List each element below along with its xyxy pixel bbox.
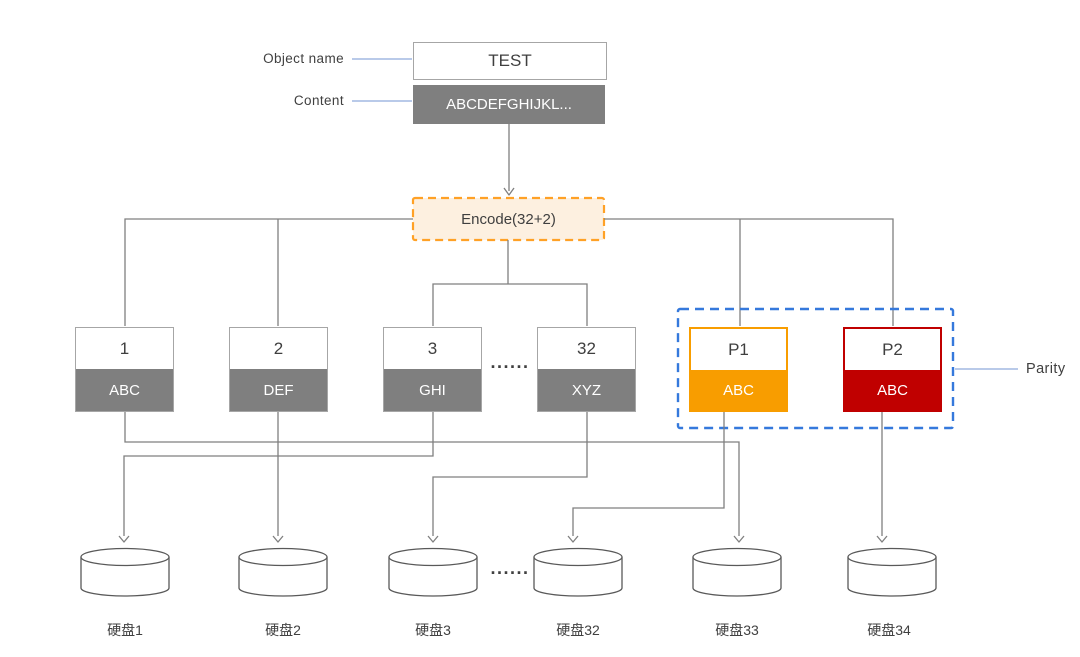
parity-label: Parity bbox=[1026, 361, 1066, 377]
object-name-label: Object name bbox=[263, 51, 344, 66]
disk-icon-34 bbox=[847, 547, 937, 597]
chunk-p1-id: P1 bbox=[728, 339, 749, 359]
arrowhead-encode bbox=[503, 187, 515, 196]
connector-chunk32-to-disk3 bbox=[432, 412, 588, 536]
object-content-box: ABCDEFGHIJKL... bbox=[413, 85, 605, 124]
chunk-3-id: 3 bbox=[427, 338, 438, 358]
connector-encode-to-p2 bbox=[604, 218, 894, 326]
disk-icon-32 bbox=[533, 547, 623, 597]
disk-ellipsis: ...... bbox=[490, 558, 530, 578]
chunk-3-content: GHI bbox=[384, 369, 481, 411]
connector-encode-to-chunk3-32 bbox=[432, 240, 588, 326]
connector-chunk1-to-disk33 bbox=[124, 412, 740, 536]
disk-icon-33 bbox=[692, 547, 782, 597]
disk-label-33: 硬盘33 bbox=[715, 622, 759, 638]
disk-icon-2 bbox=[238, 547, 328, 597]
disk-label-2: 硬盘2 bbox=[265, 622, 301, 638]
chunk-2-id: 2 bbox=[273, 338, 284, 358]
chunk-p2: P2 ABC bbox=[843, 327, 942, 412]
chunk-ellipsis: ...... bbox=[490, 352, 530, 372]
disk-label-34: 硬盘34 bbox=[867, 622, 911, 638]
arrowhead-disk3 bbox=[427, 535, 439, 543]
disk-label-32: 硬盘32 bbox=[556, 622, 600, 638]
chunk-1-id: 1 bbox=[119, 338, 130, 358]
chunk-32: 32 XYZ bbox=[537, 327, 636, 412]
chunk-p1-content: ABC bbox=[691, 370, 786, 410]
object-name-text: TEST bbox=[488, 51, 532, 70]
chunk-2-content: DEF bbox=[230, 369, 327, 411]
disk-icon-3 bbox=[388, 547, 478, 597]
chunk-p2-content: ABC bbox=[845, 370, 940, 410]
chunk-3: 3 GHI bbox=[383, 327, 482, 412]
arrowhead-disk33 bbox=[733, 535, 745, 543]
connector-p1-to-disk32 bbox=[572, 412, 725, 536]
chunk-p1: P1 ABC bbox=[689, 327, 788, 412]
chunk-p2-id: P2 bbox=[882, 339, 903, 359]
chunk-1: 1 ABC bbox=[75, 327, 174, 412]
arrowhead-disk1 bbox=[118, 535, 130, 543]
object-name-box: TEST bbox=[413, 42, 607, 80]
content-label: Content bbox=[293, 93, 344, 108]
arrowhead-disk34 bbox=[876, 535, 888, 543]
disk-label-1: 硬盘1 bbox=[107, 622, 143, 638]
disk-icon-1 bbox=[80, 547, 170, 597]
connector-chunk3-to-disk1 bbox=[123, 412, 434, 536]
chunk-32-id: 32 bbox=[577, 338, 596, 358]
chunk-32-content: XYZ bbox=[538, 369, 635, 411]
encode-box: Encode(32+2) bbox=[413, 198, 604, 240]
connector-encode-to-chunk1 bbox=[124, 218, 413, 326]
object-content-text: ABCDEFGHIJKL... bbox=[446, 96, 572, 113]
chunk-2: 2 DEF bbox=[229, 327, 328, 412]
encode-text: Encode(32+2) bbox=[461, 210, 556, 228]
chunk-1-content: ABC bbox=[76, 369, 173, 411]
arrowhead-disk2 bbox=[272, 535, 284, 543]
disk-label-3: 硬盘3 bbox=[415, 622, 451, 638]
arrowhead-disk32 bbox=[567, 535, 579, 543]
parity-group-outline bbox=[676, 307, 955, 430]
